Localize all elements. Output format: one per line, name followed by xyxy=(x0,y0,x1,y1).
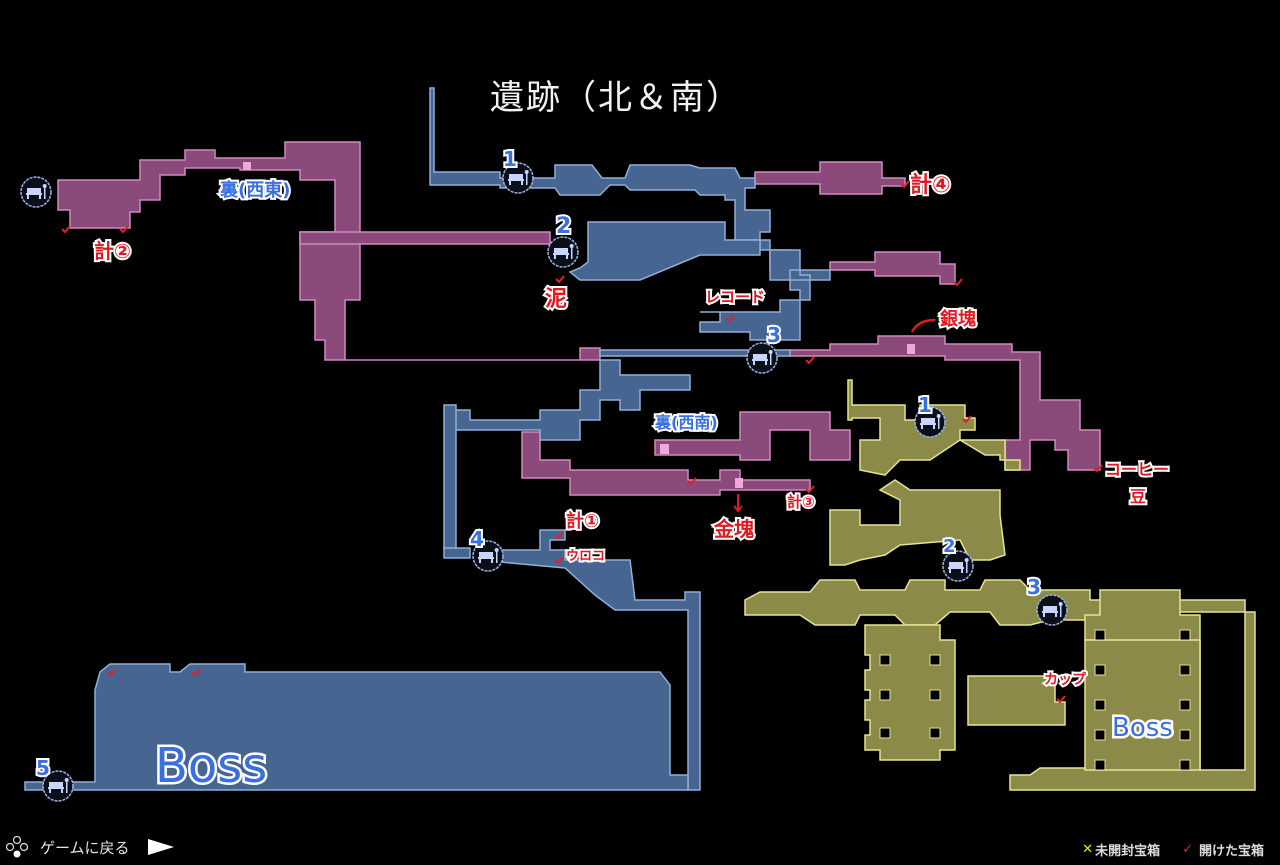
return-to-game-button[interactable]: ゲームに戻る xyxy=(6,836,174,858)
south-area xyxy=(744,379,1256,791)
annotation-ura-west-south: 裏(西南) xyxy=(654,413,718,432)
play-icon xyxy=(147,839,174,855)
annotation-ura-west-east: 裏(西東) xyxy=(219,179,290,201)
save-point-west[interactable] xyxy=(20,176,52,208)
opened-chest-icon: ✓ xyxy=(1182,842,1193,857)
bench-icon xyxy=(20,176,52,208)
unopened-chest-icon: ✕ xyxy=(1082,842,1094,857)
arrow-icon xyxy=(910,318,936,333)
annotation-kei-1: 計① xyxy=(566,510,599,532)
bench-icon xyxy=(746,342,778,374)
annotation-doro: 泥 xyxy=(545,287,567,312)
annotation-mame: 豆 xyxy=(1130,487,1146,506)
north-area xyxy=(24,87,831,791)
bench-icon xyxy=(1036,594,1068,626)
check-icon xyxy=(805,356,815,364)
annotation-kei-4: 計④ xyxy=(910,172,951,198)
legend: ✕ 未開封宝箱 ✓ 開けた宝箱 xyxy=(1082,840,1264,859)
return-label: ゲームに戻る xyxy=(40,838,130,857)
south-pillars xyxy=(879,629,1191,771)
check-icon xyxy=(61,225,71,233)
check-icon xyxy=(1056,695,1066,703)
annotation-boss-north: Boss xyxy=(155,738,267,794)
annotation-record: レコード xyxy=(705,288,765,306)
doors xyxy=(243,162,915,488)
annotation-kei-2: 計② xyxy=(94,239,131,263)
controller-buttons-icon xyxy=(6,836,28,858)
save-point-north-3[interactable] xyxy=(746,342,778,374)
annotation-uroko: ウロコ xyxy=(566,549,605,564)
annotation-kei-3: 計③ xyxy=(787,493,815,511)
legend-opened-label: 開けた宝箱 xyxy=(1198,844,1264,859)
annotation-coffee: コーヒー xyxy=(1105,460,1169,479)
save-number: 5 xyxy=(36,756,50,780)
map-title: 遺跡（北＆南） xyxy=(490,78,742,118)
save-number: 3 xyxy=(767,323,781,347)
annotation-gin-kai: 銀塊 xyxy=(940,308,976,330)
save-number: 1 xyxy=(918,393,932,417)
annotation-kin-kai: 金塊 xyxy=(713,517,754,541)
arrow-down-icon xyxy=(733,494,743,513)
save-number: 4 xyxy=(470,527,484,551)
bench-icon xyxy=(547,236,579,268)
legend-unopened-label: 未開封宝箱 xyxy=(1095,844,1161,859)
annotation-boss-south: Boss xyxy=(1112,713,1173,743)
save-point-north-2[interactable] xyxy=(547,236,579,268)
save-number: 1 xyxy=(503,147,517,171)
save-number: 2 xyxy=(943,536,956,557)
save-point-south-3[interactable] xyxy=(1036,594,1068,626)
annotation-cup: カップ xyxy=(1044,672,1087,688)
save-number: 2 xyxy=(556,214,571,239)
check-icon xyxy=(555,275,565,283)
save-number: 3 xyxy=(1027,575,1041,599)
